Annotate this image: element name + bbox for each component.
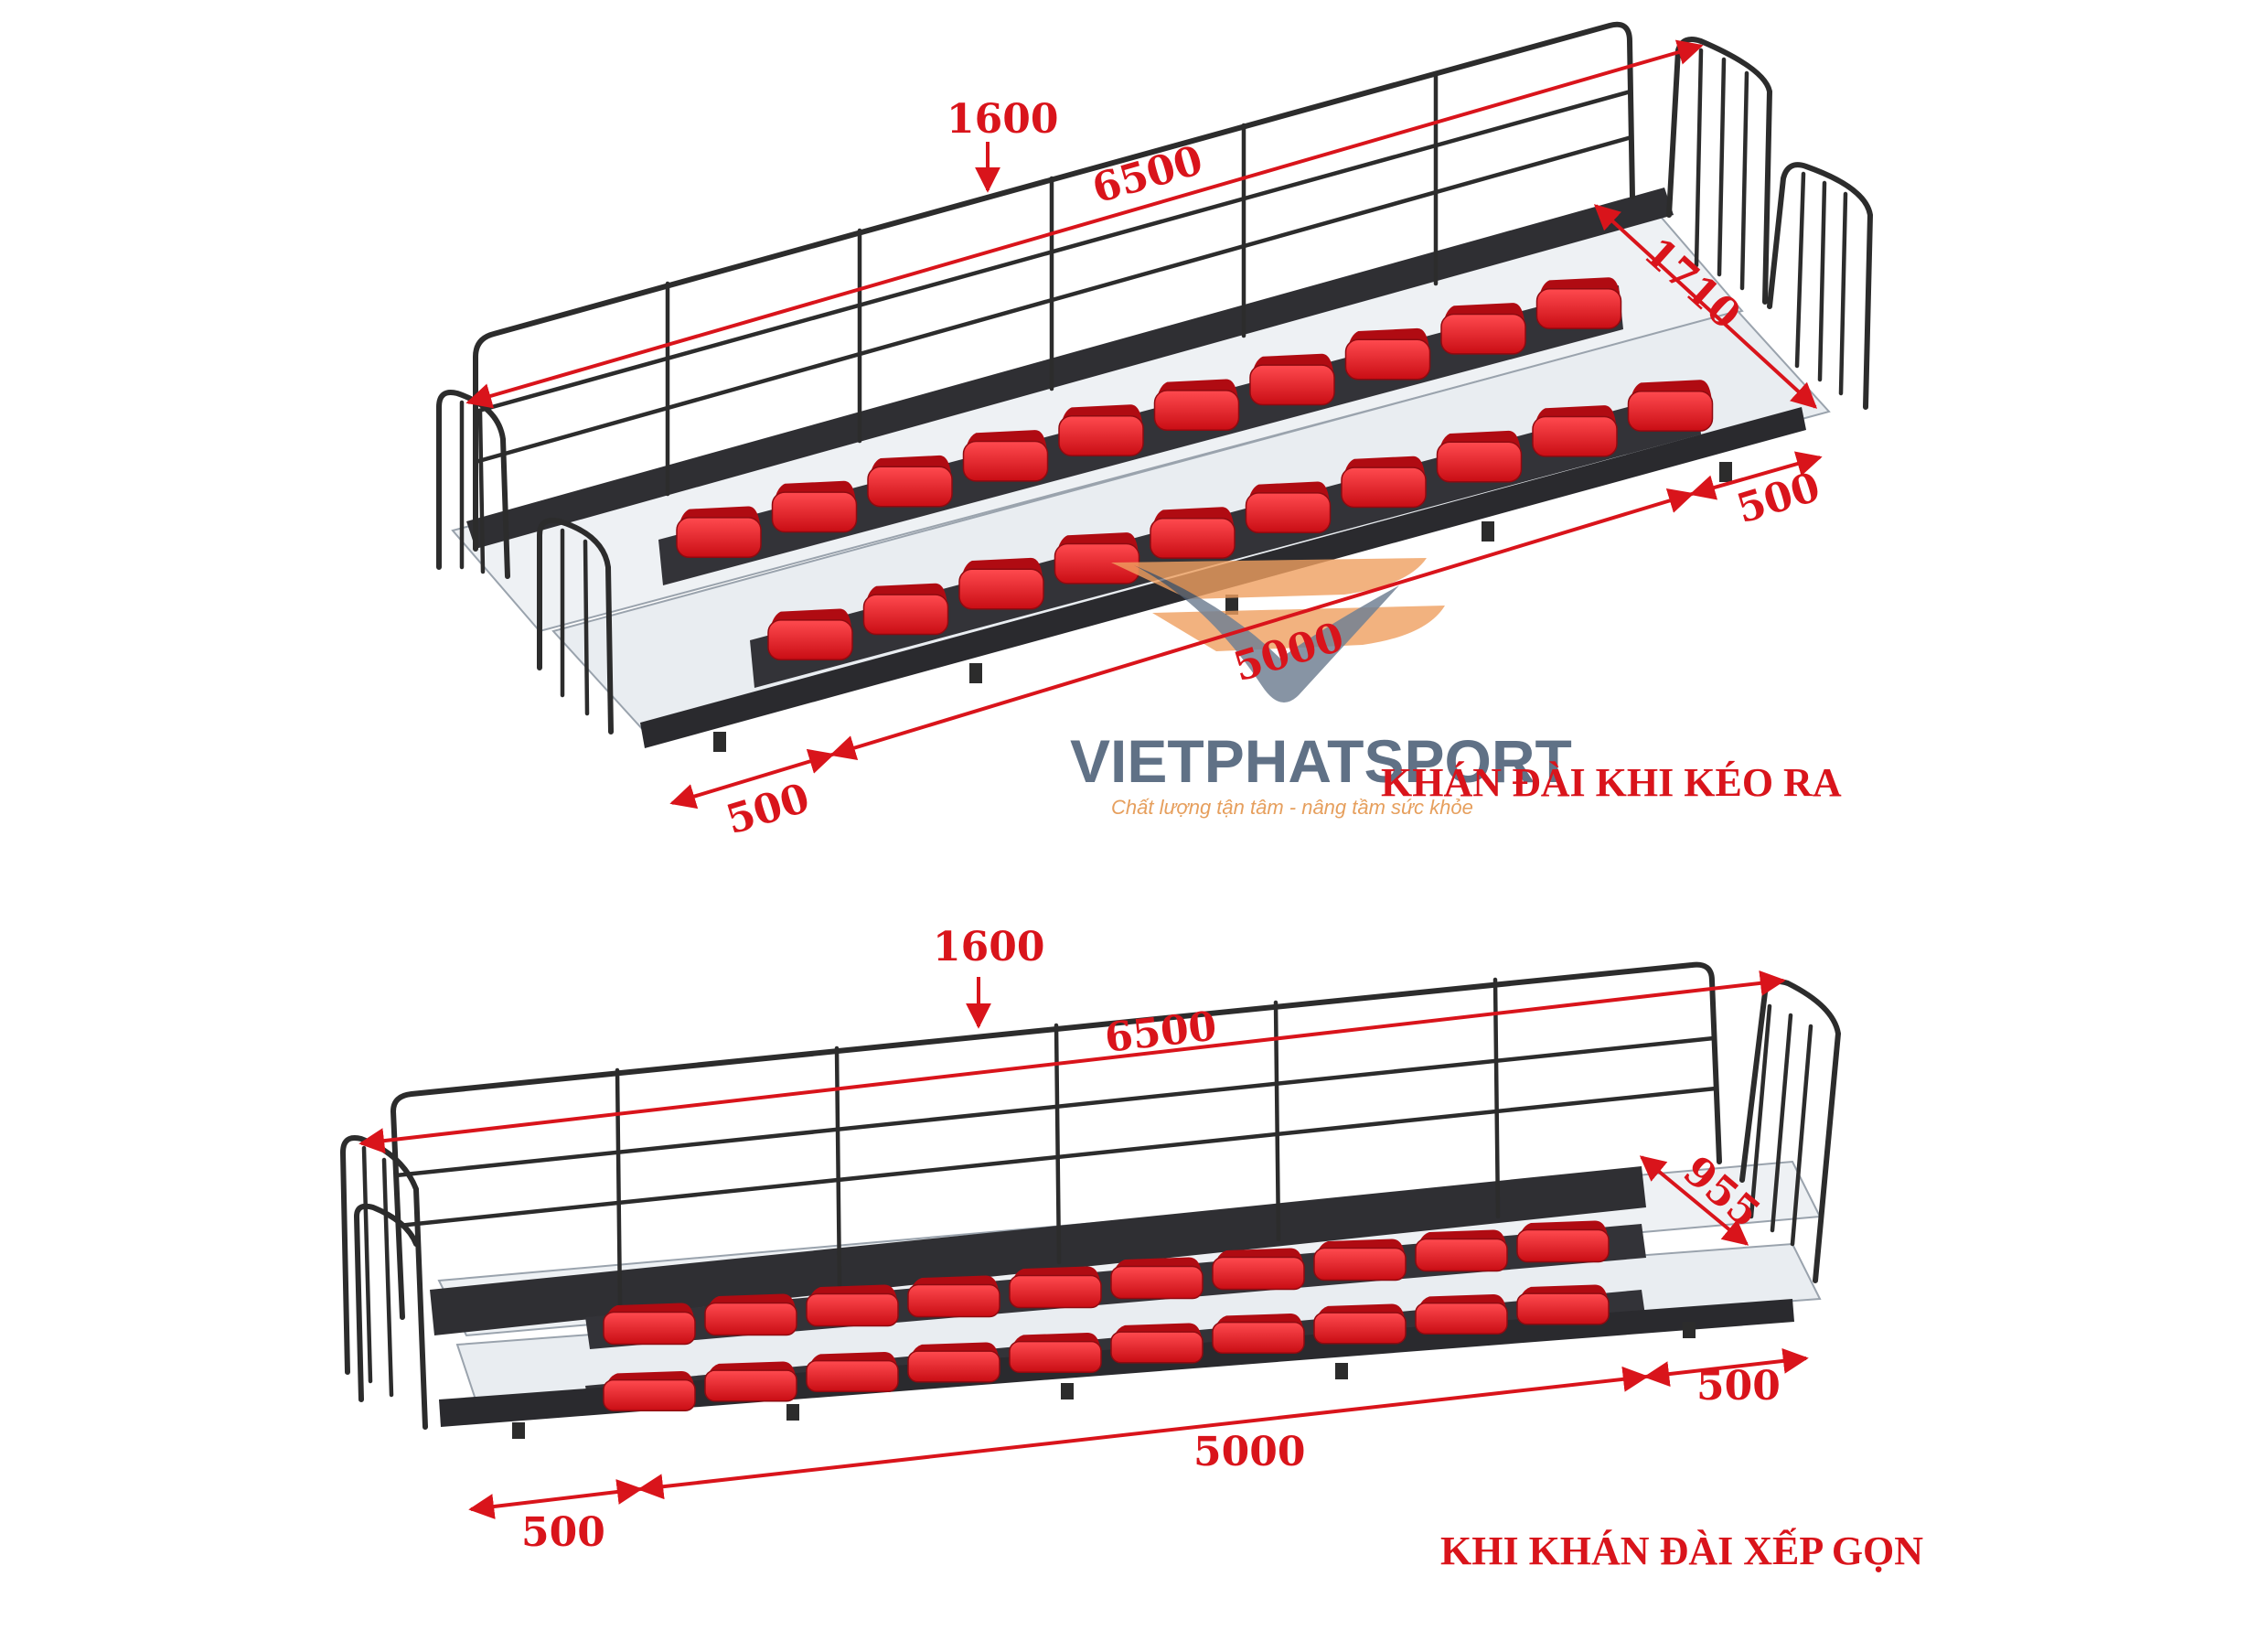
seat [958, 557, 1044, 610]
seat [1440, 303, 1526, 355]
right-end-arrow [1689, 451, 1823, 500]
stowed-back-beam [430, 1166, 1646, 1335]
seat [603, 1371, 696, 1411]
seat [1110, 1257, 1204, 1300]
stowed-caption: KHI KHÁN ĐÀI XẾP GỌN [1440, 1528, 1923, 1573]
seat [1313, 1239, 1407, 1281]
extended-bleacher [436, 21, 1873, 752]
seat [1535, 277, 1622, 329]
seat [767, 608, 853, 661]
seat [1054, 532, 1140, 584]
seat [1009, 1266, 1102, 1309]
stowed-seats [603, 1220, 1610, 1411]
dim-right-end-label: 500 [1731, 464, 1825, 533]
seat [1150, 507, 1236, 559]
seat [1415, 1294, 1508, 1335]
left-end-arrow [669, 748, 835, 810]
dim-length-label: 6500 [1087, 137, 1208, 213]
stowed-right-end-arrow [1643, 1347, 1809, 1388]
seat [1245, 481, 1332, 534]
seat [1110, 1323, 1204, 1364]
seat [862, 583, 949, 636]
right-end-rail-lower [1767, 162, 1873, 410]
stowed-left-end-arrow [468, 1479, 643, 1519]
brand-tagline: Chất lượng tận tâm - nâng tầm sức khỏe [1111, 796, 1473, 819]
middle-arrow [829, 488, 1695, 761]
seat [1516, 1220, 1610, 1263]
depth-arrow [1593, 204, 1818, 409]
stowed-length-arrow [358, 970, 1786, 1154]
stowed-depth-arrow [1639, 1155, 1749, 1246]
seat [676, 506, 762, 559]
seat [867, 455, 953, 508]
stowed-dim-middle-label: 5000 [1193, 1429, 1305, 1475]
seat [1212, 1314, 1305, 1354]
seat [907, 1342, 1000, 1383]
seat [771, 480, 858, 533]
seat [1212, 1248, 1305, 1291]
length-arrow [465, 39, 1704, 409]
stowed-dim-left-end-label: 500 [521, 1509, 605, 1556]
seat [1341, 456, 1427, 509]
seat [1153, 379, 1240, 432]
seat [603, 1303, 696, 1346]
seat [806, 1352, 899, 1392]
seat [1058, 404, 1144, 456]
seat [1415, 1229, 1508, 1272]
seat [1627, 380, 1714, 432]
dim-height-label: 1600 [947, 96, 1058, 143]
seat [907, 1275, 1000, 1318]
seat [704, 1293, 797, 1336]
seat [806, 1284, 899, 1327]
left-end-rail-lower [537, 518, 614, 735]
seat [1009, 1333, 1102, 1373]
stowed-dim-length-label: 6500 [1102, 1003, 1218, 1062]
seat [1344, 327, 1431, 381]
seat [704, 1361, 797, 1402]
stowed-dim-right-end-label: 500 [1696, 1363, 1781, 1410]
stowed-middle-arrow [637, 1366, 1649, 1500]
seat [1532, 405, 1618, 457]
seat [1436, 430, 1523, 483]
stowed-dim-height-label: 1600 [933, 924, 1044, 970]
seat [1516, 1284, 1610, 1325]
seat [1313, 1303, 1407, 1345]
seat [962, 430, 1049, 482]
seat [1249, 353, 1335, 406]
brand-logo-icon [1111, 558, 1445, 702]
left-end-rail-upper [436, 390, 510, 579]
stowed-bleacher [340, 961, 1841, 1439]
extended-caption: KHÁN ĐÀI KHI KÉO RA [1381, 760, 1842, 805]
